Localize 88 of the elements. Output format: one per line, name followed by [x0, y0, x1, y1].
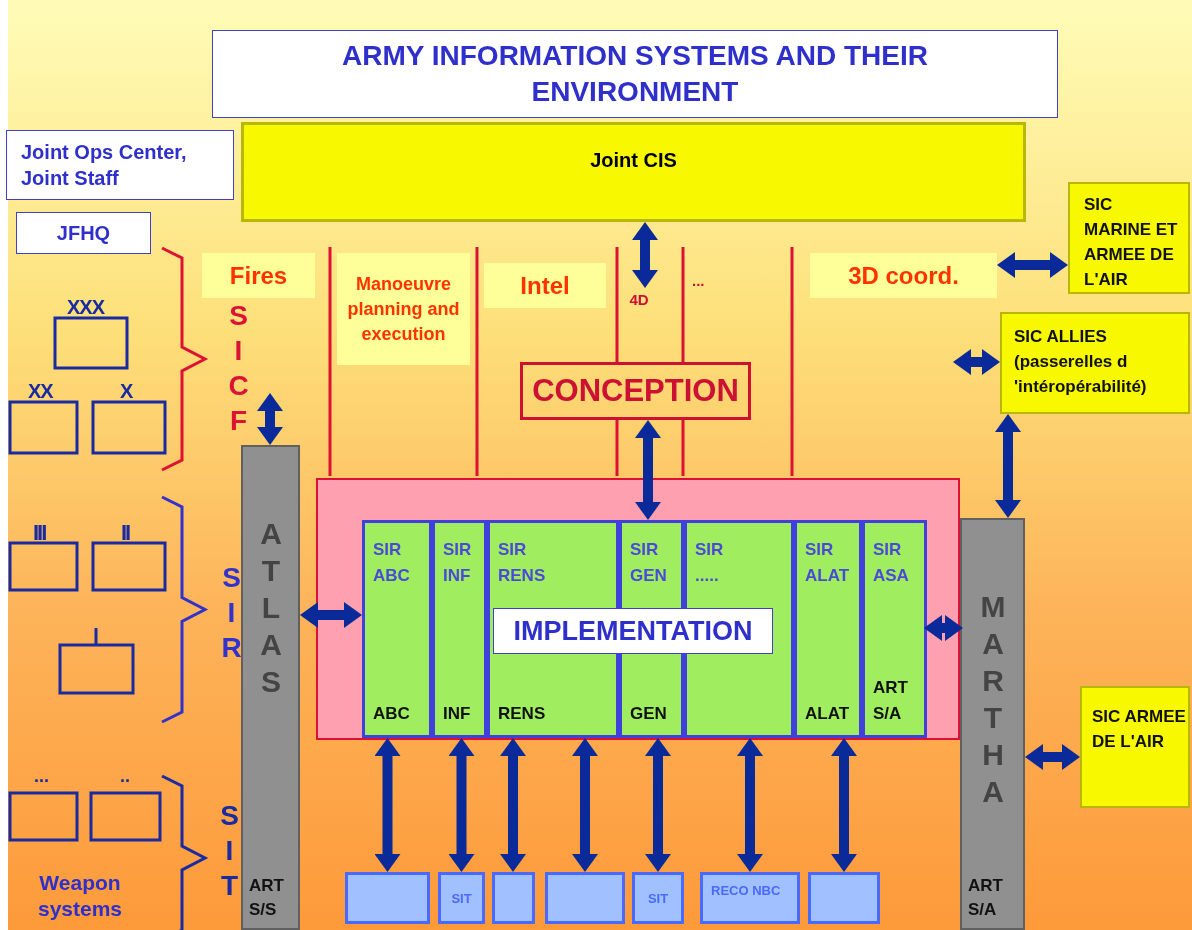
system-column — [862, 520, 927, 738]
caption-text: Weapon systems — [36, 870, 124, 922]
external-system-box — [1068, 182, 1190, 294]
echelon-mark: XX — [28, 380, 53, 403]
system-column — [794, 520, 862, 738]
system-column — [241, 445, 300, 930]
band-letters: SIT — [213, 800, 246, 905]
box-label: Intel — [519, 270, 571, 301]
column-title: SIR ASA — [873, 539, 909, 587]
double-arrow — [645, 738, 671, 872]
column-title: SIR ALAT — [805, 539, 850, 587]
double-arrow — [257, 393, 283, 445]
box-label: Fires — [228, 260, 289, 291]
box-label: 3D coord. — [847, 260, 960, 291]
double-arrow — [737, 738, 763, 872]
weapon-system-box — [492, 872, 535, 924]
box-label: SIC ALLIES (passerelles d 'intéropérabilité) — [1014, 326, 1148, 398]
double-arrow — [831, 738, 857, 872]
column-label: ... — [692, 272, 705, 289]
weapon-system-box — [700, 872, 800, 924]
function-header — [337, 253, 470, 365]
command-box — [16, 212, 151, 254]
double-arrow — [995, 414, 1021, 518]
double-arrow — [635, 420, 661, 520]
implementation-box — [493, 608, 773, 654]
system-band — [241, 122, 1026, 222]
function-header — [810, 253, 997, 298]
echelon-mark: X — [120, 380, 134, 403]
band-letters: SIR — [215, 562, 248, 667]
weapon-system-box — [545, 872, 625, 924]
external-system-box — [1080, 686, 1190, 808]
system-column — [362, 520, 432, 738]
column-name: ATLAS — [255, 517, 286, 702]
column-code: ART S/A — [968, 875, 1003, 921]
double-arrow — [572, 738, 598, 872]
band-letters: SICF — [222, 300, 255, 440]
column-code: ART S/A — [873, 677, 908, 725]
conception-box — [520, 362, 751, 420]
weapon-system-box — [632, 872, 684, 924]
box-label: SIC ARMEE DE L'AIR — [1092, 706, 1187, 753]
weapon-system-box — [345, 872, 430, 924]
function-header — [484, 263, 606, 308]
external-system-box — [1000, 312, 1190, 414]
column-code: ART S/S — [249, 875, 284, 921]
echelon-mark: III — [33, 520, 46, 546]
echelon-mark: ... — [34, 766, 49, 787]
column-code: RENS — [498, 703, 546, 725]
system-name: RECO NBC — [711, 883, 782, 899]
echelon-mark: II — [121, 520, 130, 546]
double-arrow — [500, 738, 526, 872]
echelon-mark: .. — [120, 766, 130, 787]
column-title: SIR GEN — [630, 539, 667, 587]
column-name: MARTHA — [977, 590, 1008, 812]
column-code: ABC — [373, 703, 410, 725]
double-arrow — [953, 349, 1000, 375]
column-code: GEN — [630, 703, 667, 725]
column-title: SIR ..... — [695, 539, 724, 587]
column-code: ALAT — [805, 703, 850, 725]
box-label: 4D — [628, 289, 650, 310]
box-label: IMPLEMENTATION — [512, 614, 754, 648]
function-header — [202, 253, 315, 298]
double-arrow — [632, 222, 658, 288]
double-arrow — [374, 738, 401, 872]
box-label: Joint Ops Center, Joint Staff — [21, 140, 188, 191]
box-label: CONCEPTION — [531, 372, 740, 410]
system-column — [960, 518, 1025, 930]
column-title: SIR RENS — [498, 539, 546, 587]
column-title: SIR INF — [443, 539, 472, 587]
double-arrow — [300, 602, 362, 628]
weapon-system-box — [808, 872, 880, 924]
command-box — [6, 130, 234, 200]
double-arrow — [924, 615, 963, 641]
system-column — [432, 520, 487, 738]
double-arrow — [448, 738, 475, 872]
box-label: SIC MARINE ET ARMEE DE L'AIR — [1084, 194, 1179, 291]
box-label: JFHQ — [55, 220, 112, 246]
system-name: SIT — [646, 889, 670, 908]
column-code: INF — [443, 703, 471, 725]
echelon-mark: XXX — [67, 296, 105, 319]
box-label: Manoeuvre planning and execution — [346, 272, 461, 346]
column-title: SIR ABC — [373, 539, 410, 587]
system-name: SIT — [450, 889, 473, 908]
implementation-band — [316, 478, 960, 740]
title: ARMY INFORMATION SYSTEMS AND THEIR ENVIRONMENT — [212, 30, 1058, 118]
box-label: Joint CIS — [589, 149, 678, 172]
double-arrow — [997, 252, 1068, 278]
double-arrow — [1025, 744, 1080, 770]
weapon-system-box — [438, 872, 485, 924]
